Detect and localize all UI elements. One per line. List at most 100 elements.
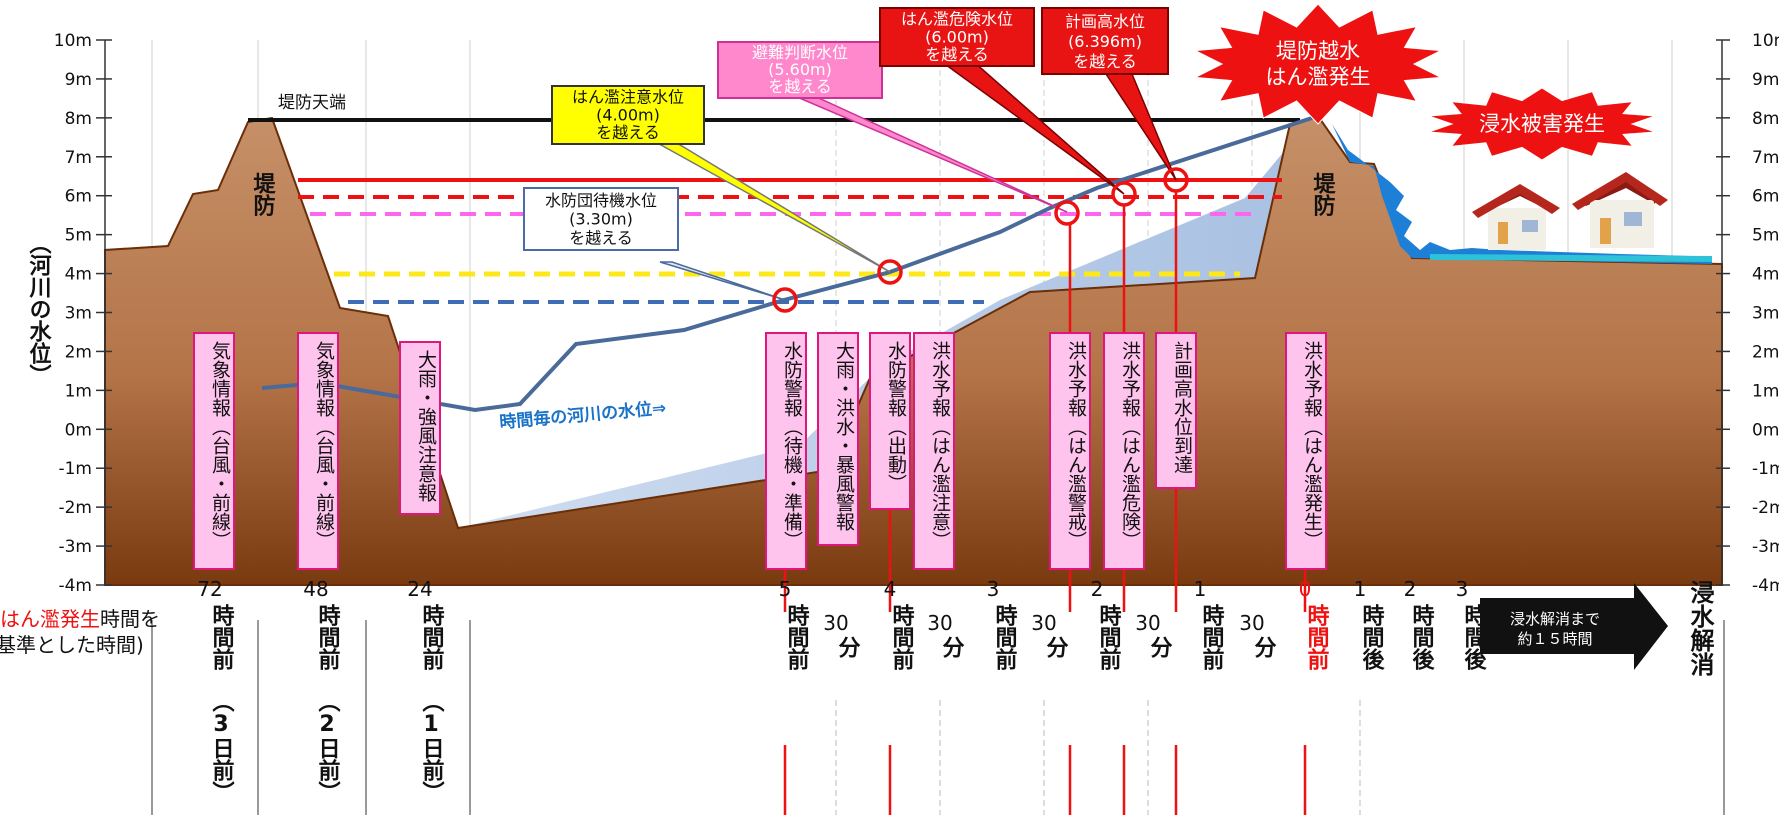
y-tick-label-right: 5m (1752, 226, 1779, 246)
time-label-unit: 分 (1251, 636, 1277, 658)
y-tick-label: 0m (65, 420, 92, 440)
time-label-unit: 分 (835, 636, 861, 658)
time-label-number: 0 (1299, 577, 1312, 601)
threshold-box-text: (3.30m) (569, 210, 633, 229)
threshold-box (1041, 7, 1169, 75)
warning-box (913, 332, 955, 570)
time-label-number: 1 (1194, 577, 1207, 601)
threshold-box (717, 41, 883, 99)
y-tick-label: -1m (58, 459, 92, 479)
time-label-unit: 時間前 (1304, 604, 1330, 671)
y-tick-label: -2m (58, 498, 92, 518)
time-label-number: 3 (987, 577, 1000, 601)
marker-caution (877, 259, 903, 285)
time-label-number: 30 (1031, 611, 1056, 635)
house-icon (1572, 172, 1668, 248)
time-label-days: （1日前） (419, 690, 445, 803)
level-markers (772, 167, 1189, 313)
threshold-box-text: を越える (596, 123, 660, 142)
time-label-days: （2日前） (315, 690, 341, 803)
threshold-box-text: はん濫注意水位 (572, 88, 684, 107)
warning-box-text: 洪水予報（はん濫警戒） (1065, 341, 1087, 550)
warning-box (399, 341, 441, 515)
threshold-box-text: はん濫危険水位 (901, 10, 1013, 29)
y-tick-label: 7m (65, 148, 92, 168)
warning-box (193, 332, 235, 570)
y-tick-label: 2m (65, 342, 92, 362)
threshold-box-text: 避難判断水位 (752, 43, 848, 62)
marker-danger (1111, 181, 1137, 207)
warning-box (1285, 332, 1327, 570)
y-tick-label: -4m (58, 576, 92, 596)
overflow-burst-line1: 堤防越水 (1276, 39, 1360, 63)
warning-box-text: 大雨・洪水・暴風警報 (833, 341, 855, 532)
time-label-number: 1 (1354, 577, 1367, 601)
y-tick-label-right: -1m (1752, 459, 1779, 479)
time-label-unit: 分 (1043, 636, 1069, 658)
time-label-number: 2 (1404, 577, 1417, 601)
warning-box-text: 大雨・強風注意報 (415, 350, 437, 503)
y-tick-label-right: 2m (1752, 342, 1779, 362)
warning-box-text: 気象情報（台風・前線） (209, 341, 231, 550)
warning-box-text: 水防警報（待機・準備） (781, 341, 803, 550)
threshold-box (879, 7, 1035, 67)
y-tick-label: 1m (65, 381, 92, 401)
marker-evacuation (1054, 200, 1080, 226)
threshold-box-text: (6.396m) (1068, 32, 1142, 51)
inundation-burst: 浸水被害発生 (1428, 87, 1656, 161)
threshold-box-text: を越える (569, 228, 633, 247)
time-axis-note: はん濫発生時間を 基準とした時間) (0, 607, 160, 657)
threshold-boxes: 水防団待機水位(3.30m)を越えるはん濫注意水位(4.00m)を越える避難判断… (523, 7, 1169, 251)
y-tick-label: 3m (65, 304, 92, 324)
time-label-number: 48 (303, 577, 328, 601)
threshold-box (523, 187, 679, 251)
time-label-number: 24 (407, 577, 432, 601)
warning-box-text: 洪水予報（はん濫発生） (1301, 341, 1323, 550)
warning-box (869, 332, 911, 510)
time-label-number: 5 (779, 577, 792, 601)
time-label-unit: 時間後 (1409, 604, 1435, 670)
y-tick-label-right: -2m (1752, 498, 1779, 518)
time-label-unit: 時間前 (315, 604, 341, 671)
y-axis-label: （河川の水位） (26, 232, 53, 386)
river-level-arrow-label: 時間毎の河川の水位⇒ (499, 397, 667, 432)
y-tick-label-right: 7m (1752, 148, 1779, 168)
time-label-unit: 時間前 (784, 604, 810, 671)
y-tick-label: 10m (54, 31, 92, 51)
y-tick-label: 5m (65, 226, 92, 246)
y-tick-label-right: 0m (1752, 420, 1779, 440)
y-tick-label-right: 6m (1752, 187, 1779, 207)
threshold-box-text: を越える (925, 45, 989, 64)
threshold-box-text: 計画高水位 (1065, 12, 1145, 31)
warning-box (1155, 332, 1197, 489)
threshold-box-text: を越える (1073, 52, 1137, 71)
threshold-box-text: を越える (768, 77, 832, 96)
time-label-number: 4 (884, 577, 897, 601)
inundation-burst-label: 浸水被害発生 (1479, 112, 1605, 136)
levee-crown-label: 堤防天端 (278, 93, 346, 113)
svg-text:はん濫発生時間を: はん濫発生時間を (0, 607, 160, 631)
y-tick-label-right: 1m (1752, 381, 1779, 401)
time-label-number: 30 (1239, 611, 1264, 635)
time-label-number: 30 (823, 611, 848, 635)
y-tick-label-right: 3m (1752, 304, 1779, 324)
warning-box-text: 気象情報（台風・前線） (313, 341, 335, 550)
threshold-box-text: 水防団待機水位 (545, 191, 657, 210)
y-tick-label: 4m (65, 265, 92, 285)
threshold-box-text: (4.00m) (596, 105, 660, 124)
y-tick-label-right: -4m (1752, 576, 1779, 596)
time-label-number: 72 (197, 577, 222, 601)
y-tick-label: 8m (65, 109, 92, 129)
time-label-unit: 分 (1147, 636, 1173, 658)
time-end-label: 浸水解消 (1686, 580, 1714, 676)
time-label-number: 2 (1091, 577, 1104, 601)
time-label-unit: 時間後 (1359, 604, 1385, 670)
time-label-unit: 時間前 (889, 604, 915, 671)
threshold-callouts (649, 61, 1177, 301)
time-note-highlight: はん濫発生 (0, 607, 100, 631)
time-label-unit: 分 (939, 636, 965, 658)
threshold-box-text: (6.00m) (925, 27, 989, 46)
time-label-unit: 時間前 (209, 604, 235, 671)
